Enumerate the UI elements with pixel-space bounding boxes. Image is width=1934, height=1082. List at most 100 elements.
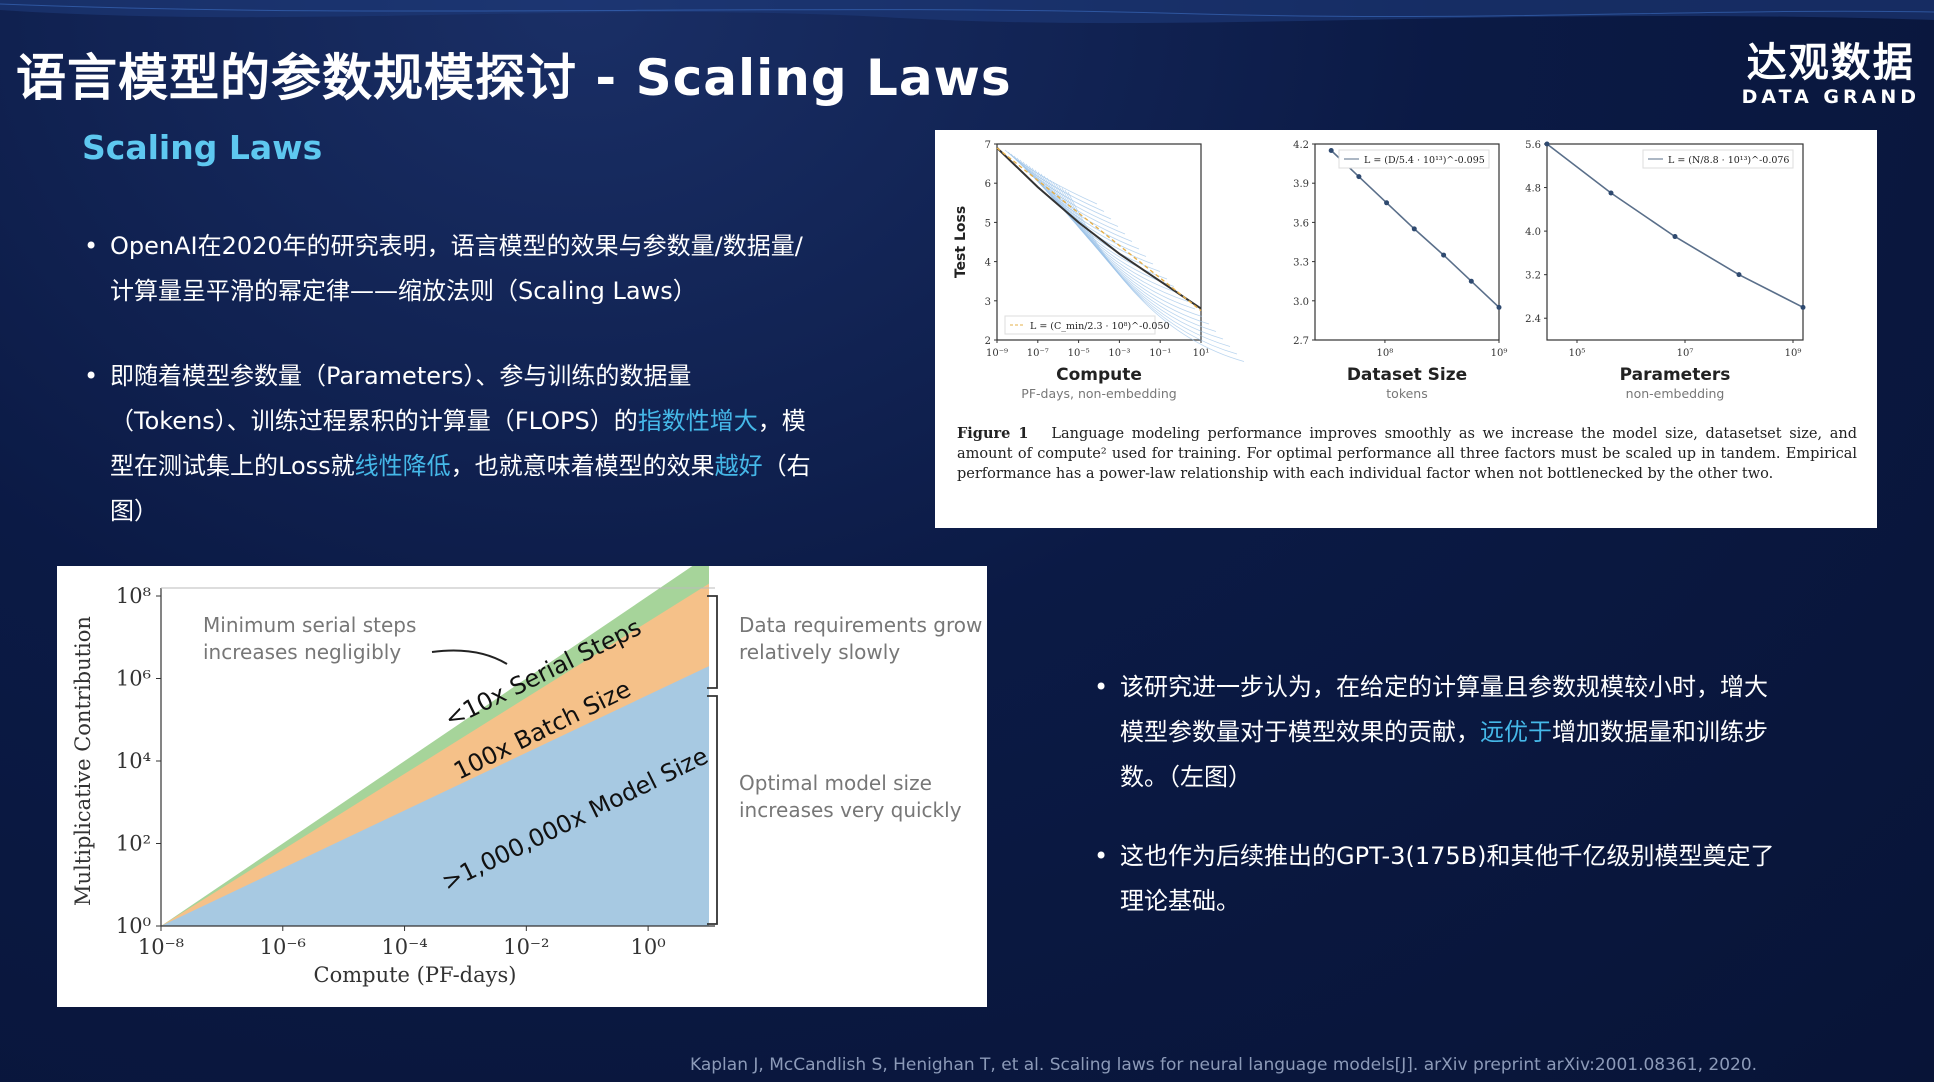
right-bullet-list: • 该研究进一步认为，在给定的计算量且参数规模较小时，增大模型参数量对于模型效果… [1090,665,1790,958]
data-point [1328,148,1334,154]
x-tick-label: 10¹ [1193,348,1210,359]
learning-curve [1055,183,1217,332]
bracket-model-size [707,695,718,925]
annotation-serial-steps-line: increases negligibly [203,640,401,664]
y-tick-label: 10² [116,832,151,856]
y-tick-label: 6 [985,179,991,190]
bullet-text: 增加数据量和训练步数。（左图） [1120,718,1768,791]
x-tick-label: 10⁷ [1677,348,1694,359]
brand-name-cn: 达观数据 [1746,40,1915,86]
bullet-dot-icon: • [84,232,99,260]
bullet-text: 该研究进一步认为，在给定的计算量且参数规模较小时，增大模型参数量对于模型效果的贡… [1120,673,1768,746]
bullet-dot-icon: • [1094,842,1109,870]
legend-label: L = (N/8.8 · 10¹³)^-0.076 [1668,155,1789,166]
y-tick-label: 2 [985,336,991,347]
x-tick-label: 10⁻³ [1108,348,1130,359]
data-point [1411,226,1417,232]
learning-curve [1019,159,1133,242]
annotation-model-size-line: Optimal model size [739,771,932,795]
y-axis-label: Multiplicative Contribution [71,616,95,906]
bullet-highlight: 线性降低 [354,452,451,480]
y-tick-label: 7 [985,140,991,151]
annotation-arrow [431,649,508,665]
bullet-item: • 即随着模型参数量（Parameters）、参与训练的数据量（Tokens）、… [80,354,820,534]
y-tick-label: 3 [985,297,991,308]
data-point [1608,190,1614,196]
page-title: 语言模型的参数规模探讨 - Scaling Laws [16,49,1012,107]
panel-subtitle: tokens [1386,386,1427,401]
bullet-highlight: 远优于 [1480,718,1552,746]
y-tick-label: 2.7 [1293,336,1309,347]
x-tick-label: 10⁻⁸ [138,935,184,959]
data-point [1672,234,1678,240]
annotation-serial-steps-line: Minimum serial steps [203,613,416,637]
panel-title: Compute [1056,365,1142,385]
learning-curve [1067,191,1245,362]
data-point [1496,304,1502,310]
bullet-text: （右图） [110,452,811,525]
bullet-text: OpenAI在2020年的研究表明，语言模型的效果与参数量/数据量/计算量呈平滑… [110,232,803,305]
learning-curve [1064,189,1238,355]
panel-title: Parameters [1620,365,1731,385]
y-tick-label: 5.6 [1525,140,1541,151]
y-tick-label: 3.0 [1293,297,1309,308]
data-point [1544,141,1550,147]
y-tick-label: 4.2 [1293,140,1309,151]
data-point [1468,278,1474,284]
x-tick-label: 10⁹ [1785,348,1802,359]
bullet-highlight: 越好 [714,452,763,480]
bullet-text: ，模型在测试集上的Loss就 [110,407,806,480]
x-tick-label: 10⁵ [1569,348,1586,359]
y-tick-label: 4.8 [1525,184,1541,195]
x-tick-label: 10⁻⁶ [260,935,306,959]
annotation-data-requirements-line: relatively slowly [739,640,900,664]
y-tick-label: 5 [985,218,991,229]
legend-label: L = (C_min/2.3 · 10⁸)^-0.050 [1030,321,1170,332]
y-tick-label: 10⁸ [116,584,151,608]
y-tick-label: 3.6 [1293,218,1309,229]
data-point [1356,174,1362,180]
data-point [1384,200,1390,206]
bullet-item: • 该研究进一步认为，在给定的计算量且参数规模较小时，增大模型参数量对于模型效果… [1090,665,1790,800]
x-tick-label: 10⁸ [1377,348,1394,359]
learning-curve [1052,181,1210,325]
bullet-dot-icon: • [84,362,99,390]
panel-subtitle: non-embedding [1626,386,1725,401]
x-tick-label: 10⁻¹ [1149,348,1171,359]
data-point [1800,304,1806,310]
figure-caption-text: Language modeling performance improves s… [957,426,1857,482]
legend-box [1338,149,1490,169]
y-tick-label: 3.3 [1293,258,1309,269]
fit-line [996,147,1202,312]
series-line [996,147,1202,310]
reference-citation: Kaplan J, McCandlish S, Henighan T, et a… [690,1055,1758,1075]
y-tick-label: 3.9 [1293,179,1309,190]
data-point [1441,252,1447,258]
left-bullet-list: • OpenAI在2020年的研究表明，语言模型的效果与参数量/数据量/计算量呈… [80,224,820,574]
annotation-serial-steps: Minimum serial steps increases negligibly [203,613,416,664]
x-tick-label: 10⁹ [1491,348,1508,359]
decorative-wave [0,0,1934,24]
learning-curve [1058,185,1224,340]
x-tick-label: 10⁻⁴ [381,935,427,959]
learning-curve [1061,187,1231,347]
bullet-item: • OpenAI在2020年的研究表明，语言模型的效果与参数量/数据量/计算量呈… [80,224,820,314]
y-tick-label: 10⁶ [116,667,151,691]
learning-curve [1043,175,1189,302]
bullet-highlight: 指数性增大 [637,407,758,435]
panel-title: Dataset Size [1347,365,1467,385]
plot-frame [1314,143,1500,341]
y-tick-label: 4 [985,258,991,269]
brand-logo: 达观数据 DATA GRAND [1742,30,1920,108]
x-tick-label: 10⁻⁷ [1027,348,1049,359]
data-point [1736,272,1742,278]
legend-box [1642,149,1794,169]
